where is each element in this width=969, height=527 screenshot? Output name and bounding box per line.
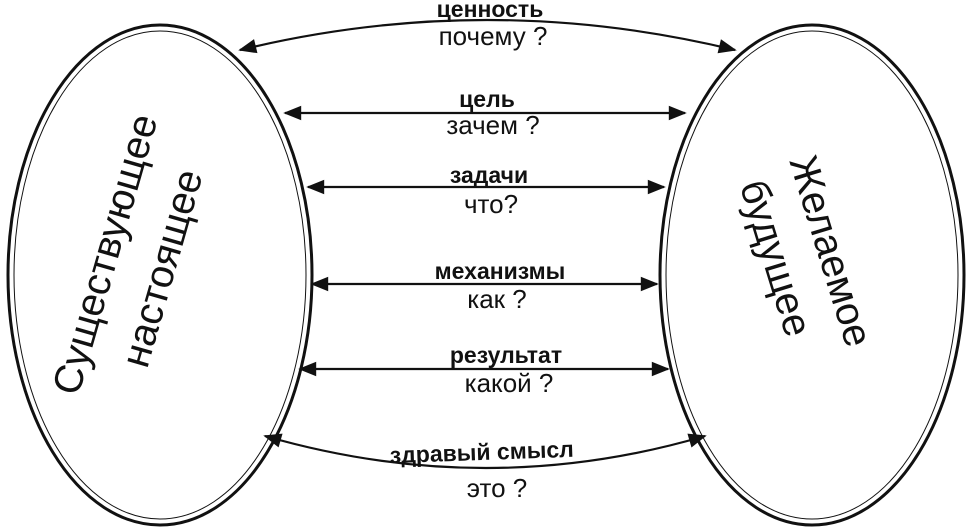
relation-question-value: почему ? bbox=[439, 21, 548, 51]
right-ellipse-outer bbox=[658, 23, 966, 527]
relation-question-result: какой ? bbox=[465, 368, 554, 398]
relation-question-mechanisms: как ? bbox=[467, 284, 526, 314]
relation-term-value: ценность bbox=[437, 0, 544, 22]
relation-question-common-sense: это ? bbox=[467, 473, 527, 503]
left-ellipse bbox=[6, 23, 314, 527]
left-ellipse-inner bbox=[13, 30, 307, 520]
arrow-value bbox=[238, 18, 737, 54]
arrow-common-sense bbox=[263, 433, 707, 470]
relation-term-mechanisms: механизмы bbox=[435, 258, 566, 284]
relation-question-goal: зачем ? bbox=[446, 110, 539, 140]
right-ellipse bbox=[658, 23, 966, 527]
right-ellipse-inner bbox=[665, 30, 959, 520]
relation-term-tasks: задачи bbox=[450, 162, 528, 188]
relation-question-tasks: что? bbox=[464, 189, 518, 219]
relation-term-common-sense: здравый смысл bbox=[389, 436, 574, 468]
relation-term-result: результат bbox=[450, 342, 562, 368]
relation-term-goal: цель bbox=[459, 86, 515, 112]
left-ellipse-outer bbox=[6, 23, 314, 527]
